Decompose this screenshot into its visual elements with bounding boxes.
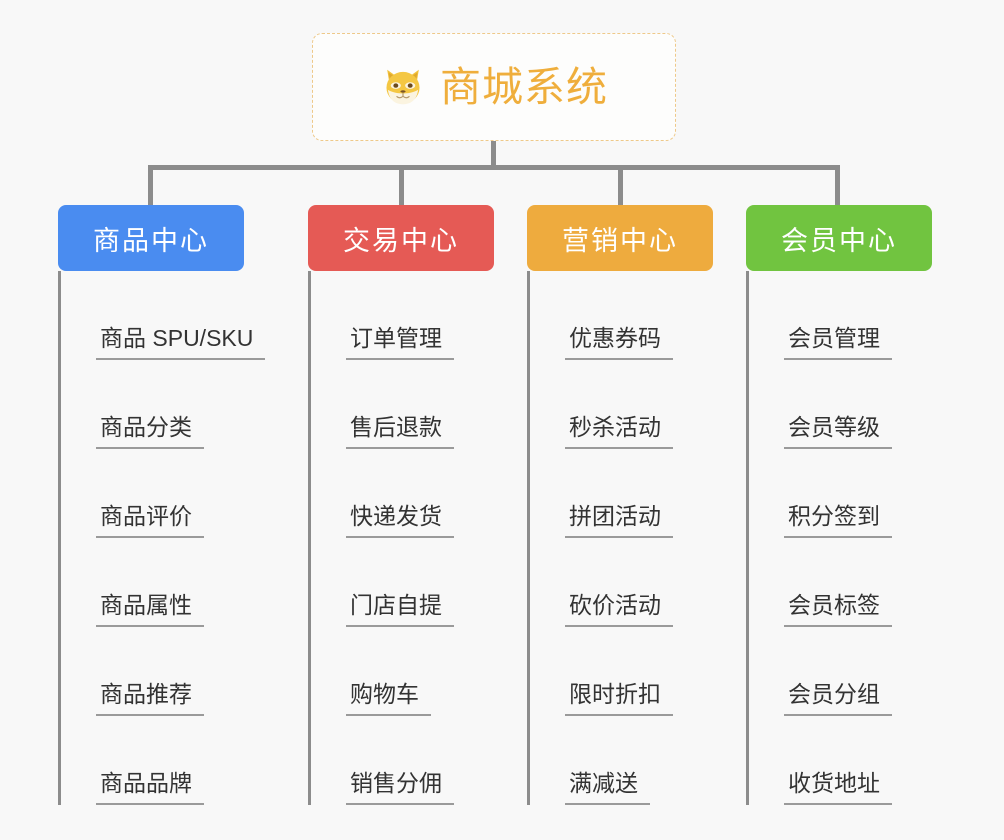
- list-item[interactable]: 门店自提: [308, 538, 494, 627]
- list-item[interactable]: 商品属性: [58, 538, 244, 627]
- list-item[interactable]: 会员管理: [746, 271, 932, 360]
- leaf-label: 秒杀活动: [565, 414, 673, 449]
- leaf-label: 满减送: [565, 770, 650, 805]
- list-item[interactable]: 会员分组: [746, 627, 932, 716]
- category-header-member-center[interactable]: 会员中心: [746, 205, 932, 271]
- leaf-label: 商品 SPU/SKU: [96, 325, 266, 360]
- connector-drop-3: [618, 165, 623, 205]
- category-header-product-center[interactable]: 商品中心: [58, 205, 244, 271]
- leaf-list-trade-center: 订单管理 售后退款 快递发货 门店自提 购物车 销售分佣: [308, 271, 494, 805]
- list-item[interactable]: 会员标签: [746, 538, 932, 627]
- leaf-label: 商品评价: [96, 503, 204, 538]
- leaf-label: 积分签到: [784, 503, 892, 538]
- list-item[interactable]: 商品分类: [58, 360, 244, 449]
- list-item[interactable]: 商品 SPU/SKU: [58, 271, 266, 360]
- list-item[interactable]: 商品品牌: [58, 716, 244, 805]
- list-item[interactable]: 拼团活动: [527, 449, 713, 538]
- root-node[interactable]: 商城系统: [312, 33, 676, 141]
- leaf-label: 商品分类: [96, 414, 204, 449]
- list-item[interactable]: 售后退款: [308, 360, 494, 449]
- column-product-center: 商品中心 商品 SPU/SKU 商品分类 商品评价 商品属性 商品推荐 商品品牌: [58, 205, 266, 805]
- leaf-label: 限时折扣: [565, 681, 673, 716]
- list-item[interactable]: 砍价活动: [527, 538, 713, 627]
- leaf-spine: [58, 271, 61, 805]
- column-trade-center: 交易中心 订单管理 售后退款 快递发货 门店自提 购物车 销售分佣: [308, 205, 494, 805]
- leaf-label: 拼团活动: [565, 503, 673, 538]
- root-title: 商城系统: [440, 63, 608, 110]
- leaf-label: 商品属性: [96, 592, 204, 627]
- list-item[interactable]: 购物车: [308, 627, 494, 716]
- leaf-label: 销售分佣: [346, 770, 454, 805]
- list-item[interactable]: 优惠券码: [527, 271, 713, 360]
- list-item[interactable]: 积分签到: [746, 449, 932, 538]
- leaf-list-member-center: 会员管理 会员等级 积分签到 会员标签 会员分组 收货地址: [746, 271, 932, 805]
- list-item[interactable]: 满减送: [527, 716, 713, 805]
- shiba-dog-face-icon: [386, 69, 420, 105]
- leaf-label: 优惠券码: [565, 325, 673, 360]
- leaf-label: 会员管理: [784, 325, 892, 360]
- list-item[interactable]: 销售分佣: [308, 716, 494, 805]
- list-item[interactable]: 商品评价: [58, 449, 244, 538]
- leaf-spine: [746, 271, 749, 805]
- category-header-trade-center[interactable]: 交易中心: [308, 205, 494, 271]
- leaf-label: 快递发货: [346, 503, 454, 538]
- leaf-list-product-center: 商品 SPU/SKU 商品分类 商品评价 商品属性 商品推荐 商品品牌: [58, 271, 266, 805]
- list-item[interactable]: 商品推荐: [58, 627, 244, 716]
- leaf-label: 收货地址: [784, 770, 892, 805]
- leaf-spine: [308, 271, 311, 805]
- leaf-label: 售后退款: [346, 414, 454, 449]
- list-item[interactable]: 收货地址: [746, 716, 932, 805]
- column-member-center: 会员中心 会员管理 会员等级 积分签到 会员标签 会员分组 收货地址: [746, 205, 932, 805]
- list-item[interactable]: 会员等级: [746, 360, 932, 449]
- leaf-spine: [527, 271, 530, 805]
- connector-root-stem: [491, 141, 496, 169]
- leaf-label: 会员等级: [784, 414, 892, 449]
- leaf-list-marketing-center: 优惠券码 秒杀活动 拼团活动 砍价活动 限时折扣 满减送: [527, 271, 713, 805]
- column-marketing-center: 营销中心 优惠券码 秒杀活动 拼团活动 砍价活动 限时折扣 满减送: [527, 205, 713, 805]
- leaf-label: 订单管理: [346, 325, 454, 360]
- list-item[interactable]: 限时折扣: [527, 627, 713, 716]
- list-item[interactable]: 快递发货: [308, 449, 494, 538]
- list-item[interactable]: 订单管理: [308, 271, 494, 360]
- list-item[interactable]: 秒杀活动: [527, 360, 713, 449]
- leaf-label: 商品品牌: [96, 770, 204, 805]
- leaf-label: 购物车: [346, 681, 431, 716]
- category-header-marketing-center[interactable]: 营销中心: [527, 205, 713, 271]
- connector-drop-1: [148, 165, 153, 205]
- leaf-label: 会员标签: [784, 592, 892, 627]
- leaf-label: 会员分组: [784, 681, 892, 716]
- leaf-label: 门店自提: [346, 592, 454, 627]
- leaf-label: 砍价活动: [565, 592, 673, 627]
- connector-drop-4: [835, 165, 840, 205]
- connector-bus: [148, 165, 840, 170]
- connector-drop-2: [399, 165, 404, 205]
- leaf-label: 商品推荐: [96, 681, 204, 716]
